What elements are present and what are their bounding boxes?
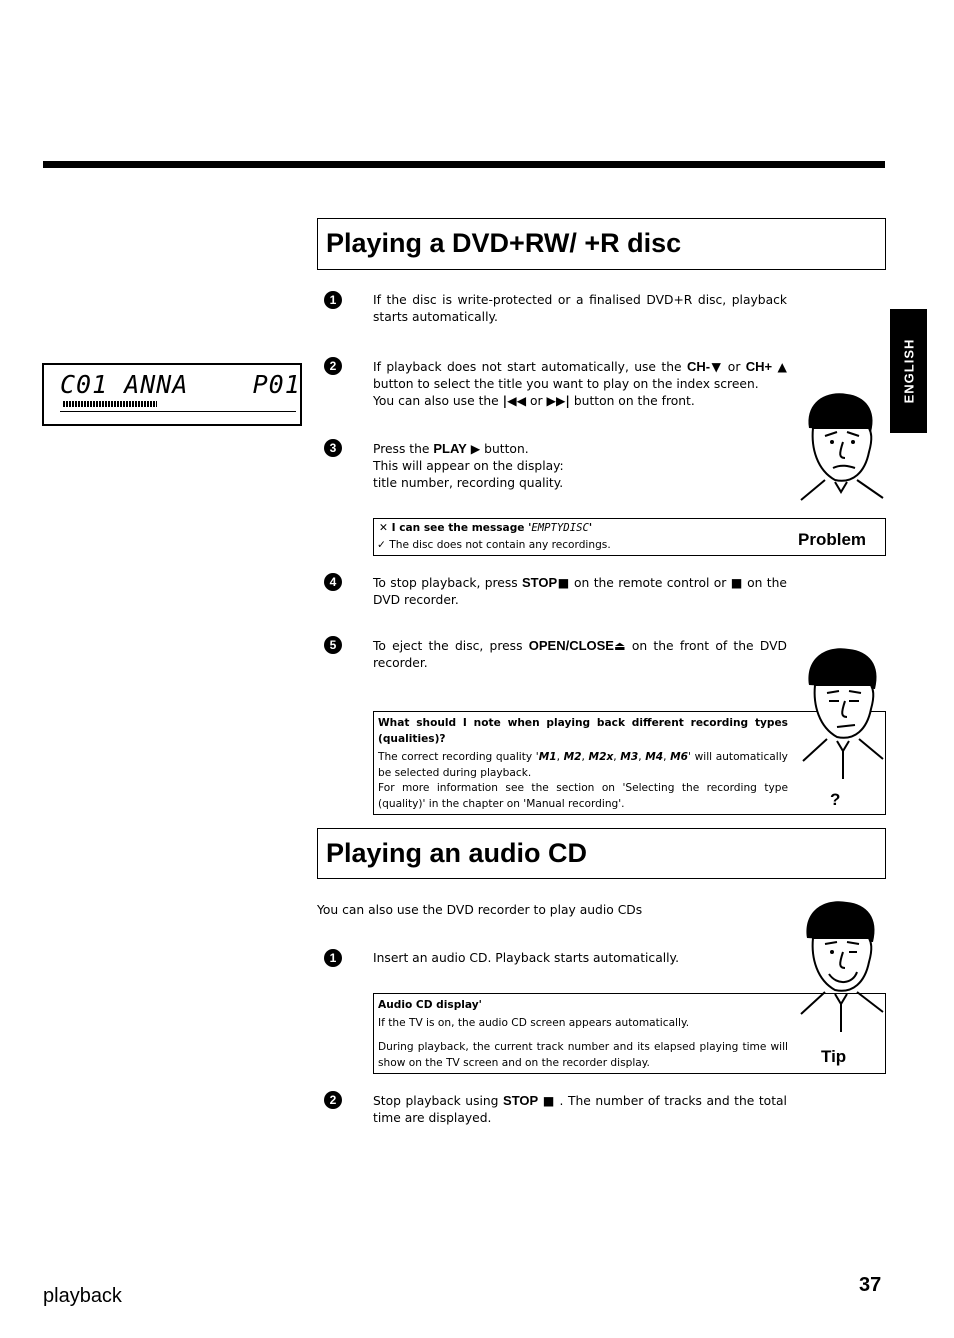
question-box: What should I note when playing back dif… [373,711,886,815]
question-paragraph: The correct recording quality 'M1, M2, M… [378,751,788,779]
step-number: 4 [324,573,342,591]
up-triangle-icon: ▲ [777,360,787,374]
level-meter [63,401,157,407]
thinking-man-illustration [802,648,884,779]
display-text: C01 ANNA P01 [60,370,301,399]
problem-label: Problem [798,530,867,549]
step-text: Stop playback using STOP ■ . The number … [373,1093,787,1125]
footer-section-name: playback [43,1285,122,1307]
display-baseline [60,411,296,412]
worried-man-illustration [800,393,884,501]
language-label: ENGLISH [901,338,916,404]
recorder-display: C01 ANNA P01 [42,363,302,426]
check-icon: ✓ [377,539,386,551]
language-side-tab: ENGLISH [890,309,927,433]
problem-box: ✕ I can see the message 'EMPTYDISC' ✓ Th… [373,518,886,556]
question-label: ? [830,790,841,809]
step-text: If the disc is write-protected or a fina… [373,293,787,324]
tip-paragraph: If the TV is on, the audio CD screen app… [378,1017,690,1029]
step-number: 1 [324,949,342,967]
section-intro: You can also use the DVD recorder to pla… [317,903,643,917]
smiling-man-illustration [800,901,884,1032]
ch-minus-key: CH- [686,359,711,374]
step-number: 3 [324,439,342,457]
eject-icon: ⏏ [613,639,626,653]
tip-box: Audio CD display' If the TV is on, the a… [373,993,886,1074]
message-code: EMPTYDISC [531,522,589,534]
ch-plus-key: CH+ [745,359,773,374]
next-track-icon: ▶▶| [546,394,570,408]
play-key: PLAY [433,441,467,456]
stop-key: STOP [503,1093,539,1108]
section-title: Playing a DVD+RW/ +R disc [326,228,682,258]
question-paragraph: For more information see the section on … [378,782,788,810]
stop-icon: ■ [730,576,743,590]
step-number: 2 [324,1091,342,1109]
step-text: To eject the disc, press OPEN/CLOSE⏏ on … [373,638,787,670]
step-number: 5 [324,636,342,654]
step-text: If playback does not start automatically… [373,359,787,408]
tip-paragraph: During playback, the current track numbe… [378,1041,788,1069]
question-heading: What should I note when playing back dif… [378,717,788,745]
cross-icon: ✕ [379,522,388,534]
step-text: To stop playback, press STOP■ on the rem… [373,575,787,607]
stop-icon: ■ [557,576,570,590]
previous-track-icon: |◀◀ [502,394,527,408]
down-triangle-icon: ▼ [710,360,723,374]
problem-answer: ✓ The disc does not contain any recordin… [377,539,611,551]
top-rule [43,161,885,168]
tip-label: Tip [821,1047,847,1066]
stop-key: STOP [522,575,558,590]
step-text: Press the PLAY ▶ button. This will appea… [373,441,564,490]
section-title: Playing an audio CD [326,838,588,868]
problem-question: ✕ I can see the message 'EMPTYDISC' [379,522,593,534]
page-number: 37 [859,1274,882,1296]
section-title-box: Playing a DVD+RW/ +R disc [317,218,886,270]
open-close-key: OPEN/CLOSE [528,638,614,653]
stop-icon: ■ [542,1094,555,1108]
play-icon: ▶ [470,442,481,456]
step-number: 2 [324,357,342,375]
section-title-box: Playing an audio CD [317,828,886,879]
tip-heading: Audio CD display' [378,999,482,1011]
step-text: Insert an audio CD. Playback starts auto… [373,951,679,965]
step-number: 1 [324,291,342,309]
